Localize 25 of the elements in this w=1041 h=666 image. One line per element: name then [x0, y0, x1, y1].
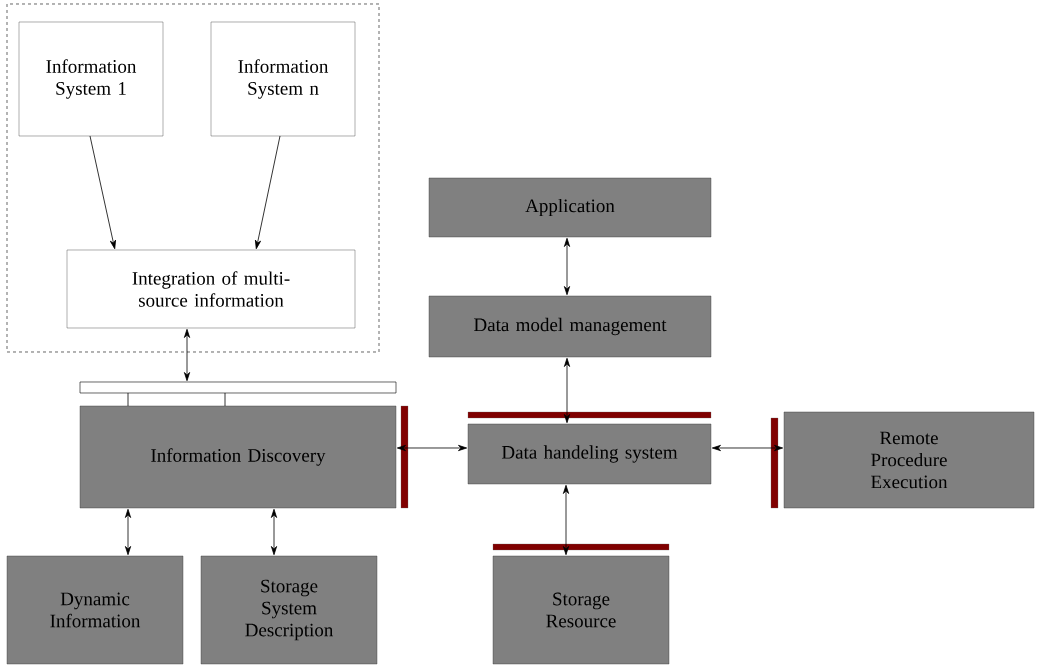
arrow: [184, 328, 191, 382]
connector-bar: [79, 381, 397, 394]
component-box: Storage Resource: [492, 555, 670, 665]
arrow: [270, 508, 278, 556]
arrow: [255, 135, 281, 250]
component-box: Remote Procedure Execution: [783, 411, 1035, 509]
arrow: [396, 444, 468, 452]
component-box: Dynamic Information: [6, 555, 184, 665]
dashed-group-box: [6, 3, 380, 353]
component-box: Application: [428, 177, 712, 238]
connector-line: [224, 392, 226, 407]
component-box: Storage System Description: [200, 555, 378, 665]
component-box: Information Discovery: [79, 405, 397, 509]
component-box: Data model management: [428, 295, 712, 358]
process-box: Information System n: [210, 21, 356, 137]
component-box: Data handeling system: [467, 423, 712, 485]
arrow: [124, 508, 132, 556]
process-box: Information System 1: [18, 21, 164, 137]
arrow: [89, 135, 116, 250]
arrow: [711, 444, 784, 452]
arrow: [562, 484, 570, 556]
connector-line: [127, 392, 129, 407]
arrow: [563, 357, 571, 424]
process-box: Integration of multi-source information: [66, 249, 356, 329]
arrow: [563, 237, 571, 296]
